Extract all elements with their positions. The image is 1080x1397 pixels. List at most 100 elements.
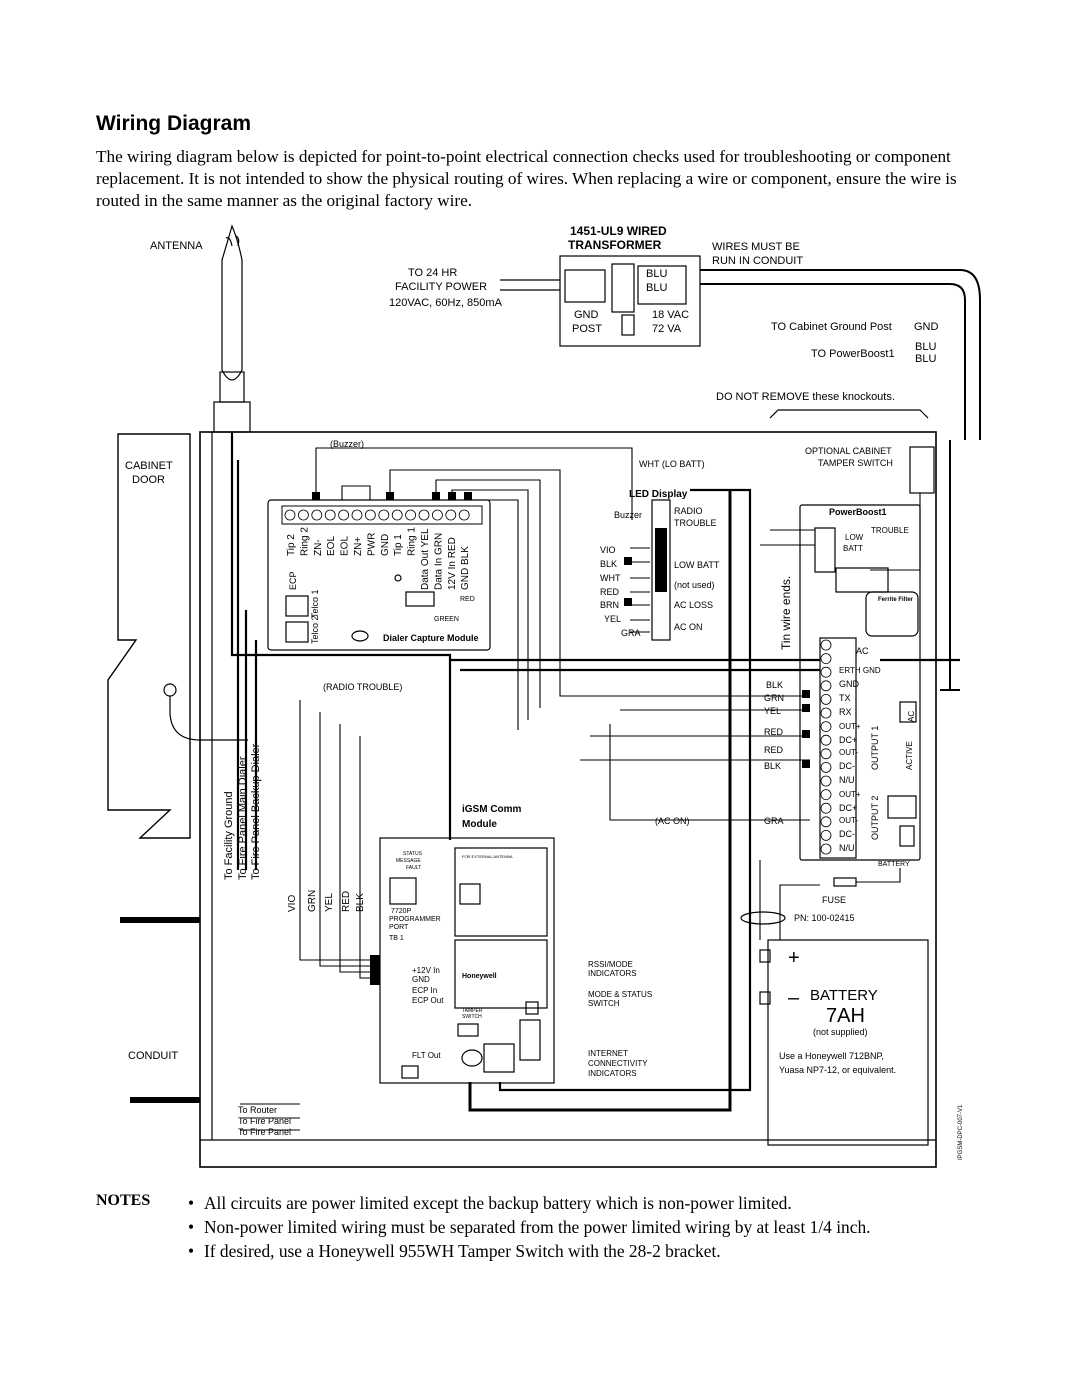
powerboost-terminal-screw [820, 639, 832, 651]
internet-3: INDICATORS [588, 1069, 637, 1078]
pb-out2-minus: OUT- [839, 816, 858, 825]
powerboost-terminal-screw [820, 830, 832, 841]
facility-power-label: FACILITY POWER [395, 281, 487, 293]
powerboost-title: PowerBoost1 [829, 507, 887, 517]
dialer-terminal-label: EOL [326, 536, 337, 556]
powerboost-feed-label: TO PowerBoost1 [811, 348, 895, 360]
rating-label: 120VAC, 60Hz, 850mA [389, 297, 503, 309]
conduit-note-1: WIRES MUST BE [712, 241, 800, 253]
igsm-wire-vio: VIO [287, 895, 298, 912]
dialer-terminal-label: Ring 1 [407, 527, 418, 556]
igsm-title-1: iGSM Comm [462, 804, 522, 815]
led-display-title: LED Display [629, 489, 688, 500]
dialer-terminal-label: Tip 1 [393, 534, 404, 556]
dialer-terminal-label: EOL [340, 536, 351, 556]
to-fire-panel-backup-dialer: To Fire Panel Backup Dialer [250, 743, 262, 880]
wht-lo-batt-label: WHT (LO BATT) [639, 459, 705, 469]
pb-wire-grn: GRN [764, 693, 784, 703]
powerboost1 [799, 504, 921, 861]
pb-gnd: GND [839, 679, 860, 689]
powerboost-feed-blu1: BLU [915, 341, 936, 353]
led-wire-yel: YEL [604, 614, 621, 624]
powerboost-feed-blu2: BLU [915, 353, 936, 365]
powerboost-terminal-screw [820, 816, 832, 828]
gnd-label: GND [574, 309, 599, 321]
mode-status-1: MODE & STATUS [588, 990, 652, 999]
dialer-terminal-screw [284, 509, 296, 521]
transformer-box [559, 255, 701, 347]
battery-size: 7AH [826, 1005, 865, 1027]
mode-status-2: SWITCH [588, 999, 620, 1008]
antenna [221, 224, 243, 381]
led-wire-wht: WHT [600, 573, 621, 583]
dialer-terminal-label: Ring 2 [299, 527, 310, 556]
to-fire-panel-2: To Fire Panel [238, 1127, 291, 1137]
cabinet-door-label-1: CABINET [125, 460, 173, 472]
conduit-note-2: RUN IN CONDUIT [712, 255, 803, 267]
led-wire-blk: BLK [600, 559, 617, 569]
pb-ac: AC [856, 646, 869, 656]
to-router: To Router [238, 1105, 277, 1115]
igsm-programmer: PROGRAMMER [389, 916, 441, 923]
powerboost-terminal-screw [820, 721, 832, 732]
igsm-tb-gnd: GND [412, 975, 430, 984]
igsm-brand: Honeywell [462, 973, 497, 980]
igsm-tamper: TAMPER [462, 1008, 483, 1014]
buzzer-top-label: (Buzzer) [330, 439, 364, 449]
battery-plus: + [788, 947, 800, 969]
powerboost-terminal-screw [820, 653, 832, 664]
note-item: Non-power limited wiring must be separat… [188, 1216, 1068, 1240]
dialer-terminal-label: 12V In RED [447, 537, 458, 590]
dialer-terminal-label: GND [380, 534, 391, 556]
battery-minus: – [788, 987, 800, 1009]
to-fire-panel-1: To Fire Panel [238, 1116, 291, 1126]
led-ac-on: AC ON [674, 622, 703, 632]
dialer-terminal-screw [405, 509, 417, 521]
pb-wire-blk: BLK [766, 680, 783, 690]
dialer-terminal-screw [338, 509, 350, 521]
dialer-terminal-screw [418, 509, 430, 521]
igsm-status: STATUS [403, 851, 423, 857]
pb-wire-gra: GRA [764, 816, 784, 826]
optional-tamper-1: OPTIONAL CABINET [805, 446, 892, 456]
powerboost-low: LOW [845, 533, 864, 542]
led-trouble: TROUBLE [674, 518, 717, 528]
ac-on-label: (AC ON) [655, 816, 690, 826]
cabinet-door [107, 433, 191, 839]
battery [767, 939, 929, 1146]
pb-rx: RX [839, 707, 852, 717]
figure-id: IPGSM-DPC-007-V1 [958, 1104, 964, 1160]
dialer-title: Dialer Capture Module [383, 633, 479, 643]
powerboost-terminal-screw [820, 666, 832, 678]
cabinet-ground-gnd: GND [914, 321, 939, 333]
igsm-port-lbl: PORT [389, 924, 409, 931]
notes-label: NOTES [96, 1192, 151, 1209]
powerboost-terminal-screw [820, 789, 832, 800]
note-item: All circuits are power limited except th… [188, 1192, 1068, 1216]
dialer-capture-module [267, 499, 491, 651]
output2-label: OUTPUT 2 [870, 796, 880, 840]
dialer-terminal-screw [297, 509, 309, 521]
led-not-used: (not used) [674, 580, 715, 590]
igsm-comm-module [379, 837, 555, 1084]
led-radio: RADIO [674, 506, 703, 516]
pb-wire-yel: YEL [764, 706, 781, 716]
dialer-ecp: ECP [288, 571, 298, 590]
pb-erth-gnd: ERTH GND [839, 666, 881, 675]
led-display [651, 499, 671, 641]
powerboost-terminal-screw [820, 748, 832, 760]
pb-out2-plus: OUT+ [839, 790, 861, 799]
powerboost-terminal-screw [820, 843, 832, 855]
igsm-message: MESSAGE [396, 858, 421, 864]
dialer-terminal-screw [445, 509, 457, 521]
powerboost-terminal-screw [820, 680, 832, 692]
igsm-switch: SWITCH [462, 1014, 482, 1020]
pb-out1-plus: OUT+ [839, 722, 861, 731]
dialer-terminal-screw [351, 509, 363, 521]
igsm-tb-ecp-in: ECP In [412, 986, 437, 995]
pb-dc2-minus: DC- [839, 829, 855, 839]
led-wire-gra: GRA [621, 628, 641, 638]
ac-active-label: AC [907, 711, 916, 722]
post-label: POST [572, 323, 602, 335]
battery-use-2: Yuasa NP7-12, or equivalent. [779, 1065, 896, 1075]
